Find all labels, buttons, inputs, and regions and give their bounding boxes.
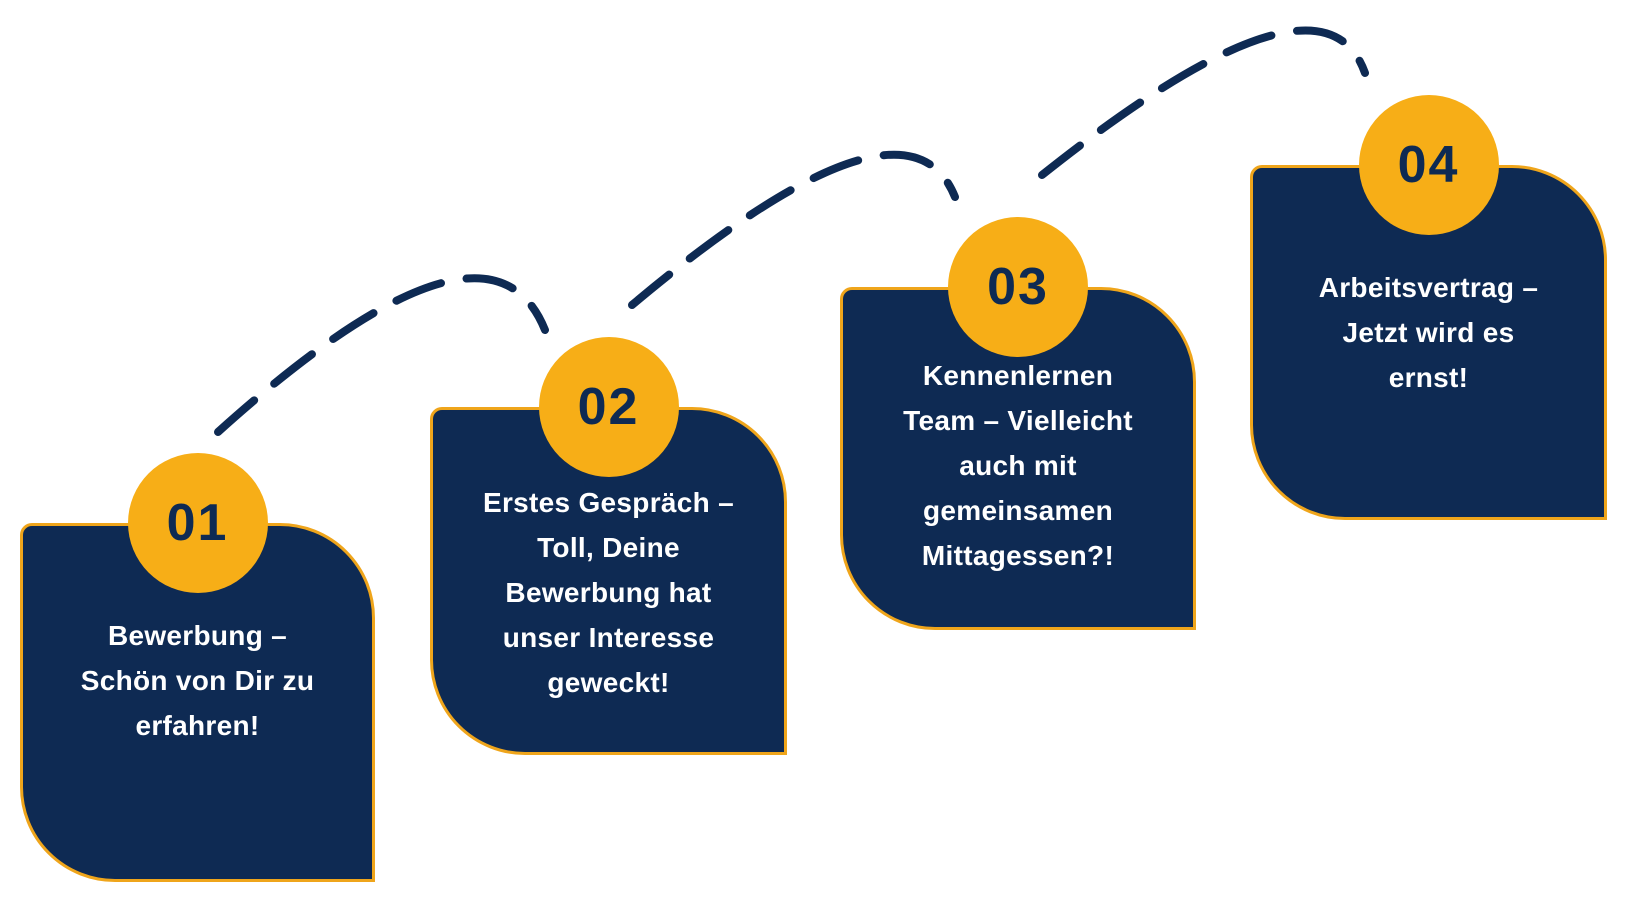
step-card-1: 01 Bewerbung – Schön von Dir zu erfahren… [20, 453, 375, 882]
step-1-description: Bewerbung – Schön von Dir zu erfahren! [80, 620, 315, 741]
step-2-description: Erstes Gespräch – Toll, Deine Bewerbung … [482, 487, 735, 698]
step-3-description: Kennenlernen Team – Vielleicht auch mit … [903, 360, 1133, 571]
step-4-number: 04 [1397, 136, 1460, 194]
connector-arc-2 [628, 150, 959, 309]
step-card-3: 03 Kennenlernen Team – Vielleicht auch m… [840, 217, 1196, 630]
step-2-number-badge: 02 [538, 337, 679, 477]
step-card-4: 04 Arbeitsvertrag – Jetzt wird es ernst! [1250, 95, 1607, 520]
step-4-number-badge: 04 [1358, 95, 1499, 235]
step-3-number-badge: 03 [948, 217, 1088, 357]
connector-arc-3 [1038, 26, 1369, 179]
step-card-2: 02 Erstes Gespräch – Toll, Deine Bewerbu… [430, 337, 787, 755]
step-1-number-badge: 01 [127, 453, 268, 593]
step-4-description: Arbeitsvertrag – Jetzt wird es ernst! [1318, 272, 1539, 393]
step-2-number: 02 [577, 378, 640, 436]
step-1-number: 01 [166, 494, 229, 552]
step-3-number: 03 [987, 258, 1049, 316]
